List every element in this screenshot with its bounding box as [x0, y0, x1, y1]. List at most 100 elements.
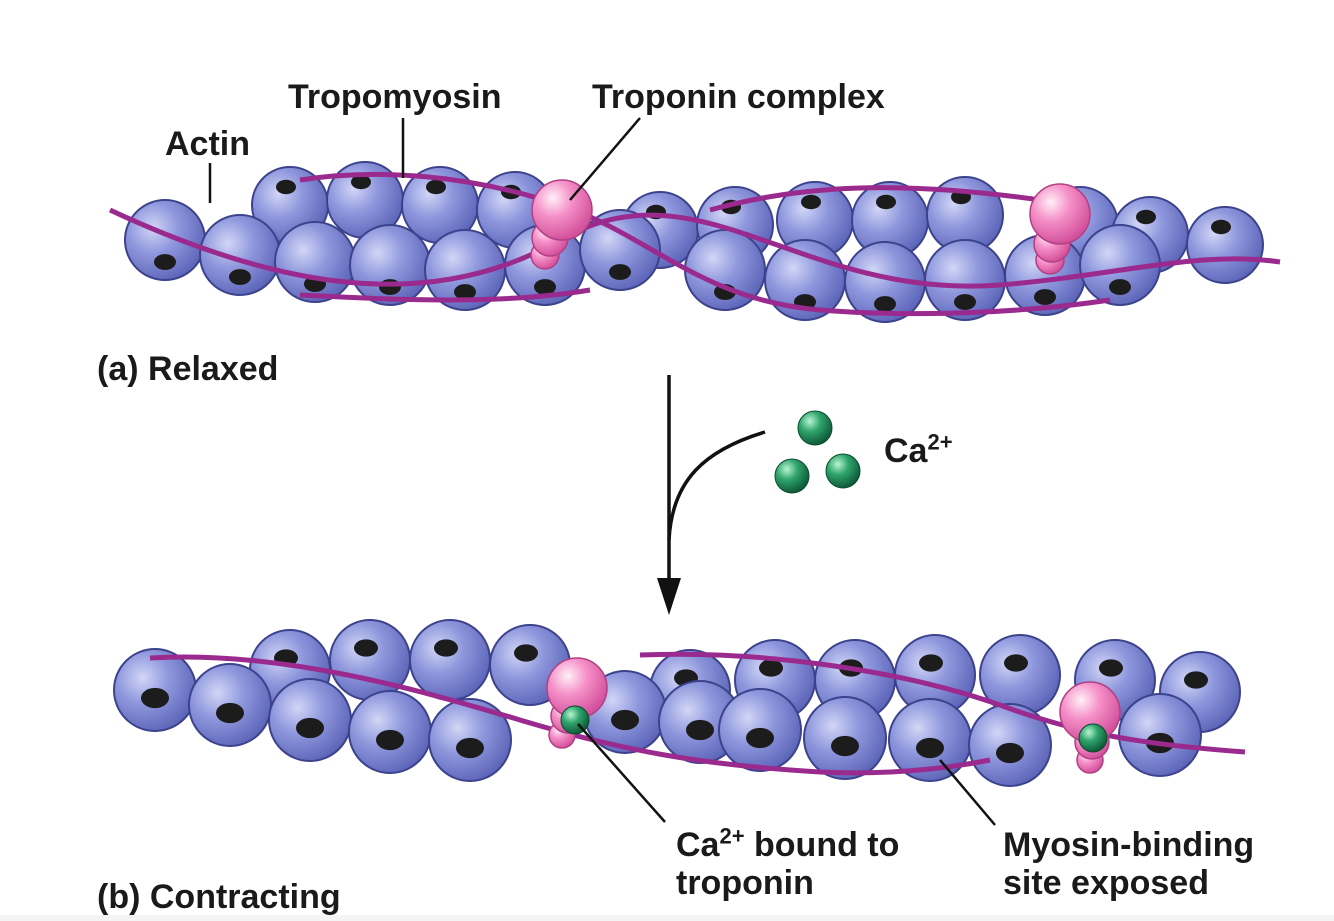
actin-monomer [349, 224, 431, 306]
panel-a-letter: (a) [97, 350, 139, 388]
actin-monomer [199, 214, 281, 296]
ca-bound-label: Ca2+ bound to troponin [676, 823, 900, 902]
actin-label: Actin [165, 125, 250, 163]
myosin-site-label: Myosin-binding site exposed [1003, 826, 1254, 902]
myosin-binding-site [514, 644, 538, 662]
actin-monomer [326, 161, 404, 239]
myosin-site-leader-line [939, 759, 996, 826]
actin-monomer [188, 663, 272, 747]
tropomyosin-strand-lower [299, 287, 591, 303]
ca-bound-leader-line [577, 723, 666, 823]
actin-monomer [409, 619, 491, 701]
myosin-binding-site [801, 194, 821, 210]
actin-beads-relaxed [124, 161, 1264, 323]
myosin-binding-site [276, 179, 296, 195]
panel-b-letter: (b) [97, 878, 141, 916]
myosin-binding-site [296, 717, 324, 739]
myosin-binding-site [876, 194, 896, 210]
myosin-binding-site [379, 279, 401, 295]
actin-monomer [401, 166, 479, 244]
actin-monomer [718, 688, 802, 772]
tropomyosin-strand-front [108, 207, 1281, 289]
myosin-binding-site [454, 284, 476, 300]
actin-monomer [888, 698, 972, 782]
calcium-ions [774, 410, 861, 494]
myosin-binding-site [916, 737, 944, 759]
myosin-binding-site [376, 729, 404, 751]
myosin-binding-site [229, 269, 251, 285]
ca-symbol: Ca [884, 432, 928, 470]
panel-a-name: Relaxed [148, 350, 279, 388]
myosin-binding-site [1211, 219, 1231, 235]
myosin-binding-site [354, 639, 378, 657]
bound-calcium-ion [1078, 723, 1108, 753]
actin-monomer [579, 209, 661, 291]
myosin-binding-site [351, 174, 371, 190]
myosin-binding-site [141, 687, 169, 709]
calcium-ion [774, 458, 810, 494]
transition-arrow [657, 375, 766, 615]
myosin-binding-site [1184, 671, 1208, 689]
calcium-ion-label: Ca2+ [884, 429, 953, 470]
ca-bound-line2: troponin [676, 864, 814, 902]
troponin-complex-relaxed-2 [1029, 183, 1091, 275]
actin-monomer [348, 690, 432, 774]
bottom-strip [0, 915, 1334, 921]
contracting-filament [113, 619, 1246, 787]
actin-monomer [274, 221, 356, 303]
calcium-ion [825, 453, 861, 489]
ca-charge: 2+ [927, 429, 953, 455]
actin-monomer [124, 199, 206, 281]
tropomyosin-strands-contracting [149, 651, 1246, 776]
myosin-binding-site [426, 179, 446, 195]
myosin-binding-site [1136, 209, 1156, 225]
myosin-site-line1: Myosin-binding [1003, 826, 1255, 864]
actin-monomer [894, 634, 976, 716]
actin-monomer [1079, 224, 1161, 306]
myosin-binding-site [831, 735, 859, 757]
myosin-site-line2: site exposed [1003, 864, 1209, 902]
actin-monomer [979, 634, 1061, 716]
actin-monomer [268, 678, 352, 762]
troponin-complex-relaxed-1 [530, 179, 593, 270]
tropomyosin-strand-back [299, 171, 1111, 317]
tropomyosin-strand-front [149, 654, 991, 776]
panel-b-name: Contracting [149, 878, 341, 916]
myosin-binding-site [1034, 289, 1056, 305]
myosin-binding-site [759, 659, 783, 677]
troponin-leader-line [569, 117, 641, 201]
troponin-complex-contracting-2 [1059, 681, 1121, 774]
myosin-binding-site [919, 654, 943, 672]
myosin-binding-site [154, 254, 176, 270]
myosin-binding-site [609, 264, 631, 280]
ca-bound-charge: 2+ [719, 823, 745, 849]
relaxed-filament [108, 161, 1281, 323]
calcium-ion [797, 410, 833, 446]
myosin-binding-site [954, 294, 976, 310]
myosin-binding-site [434, 639, 458, 657]
actin-monomer [968, 703, 1052, 787]
tropomyosin-strands-relaxed [108, 171, 1281, 317]
tropomyosin-strand-back [639, 651, 1246, 755]
myosin-binding-site [534, 279, 556, 295]
actin-monomer [1186, 206, 1264, 284]
myosin-binding-site [1099, 659, 1123, 677]
actin-monomer [428, 698, 512, 782]
panel-b-caption: (b) Contracting [97, 878, 341, 916]
actin-monomer [924, 239, 1006, 321]
myosin-binding-site [611, 709, 639, 731]
myosin-binding-site [1109, 279, 1131, 295]
myosin-binding-site [874, 296, 896, 312]
myosin-binding-site [216, 702, 244, 724]
actin-monomer [803, 696, 887, 780]
myosin-binding-site [746, 727, 774, 749]
tropomyosin-strand-upper-right [709, 185, 1041, 213]
myosin-binding-site [456, 737, 484, 759]
actin-monomer [329, 619, 411, 701]
ca-bound-text: bound to [744, 826, 900, 864]
panel-a-caption: (a) Relaxed [97, 350, 278, 388]
myosin-binding-site [1004, 654, 1028, 672]
ca-bound-symbol: Ca [676, 826, 720, 864]
myosin-binding-site [686, 719, 714, 741]
